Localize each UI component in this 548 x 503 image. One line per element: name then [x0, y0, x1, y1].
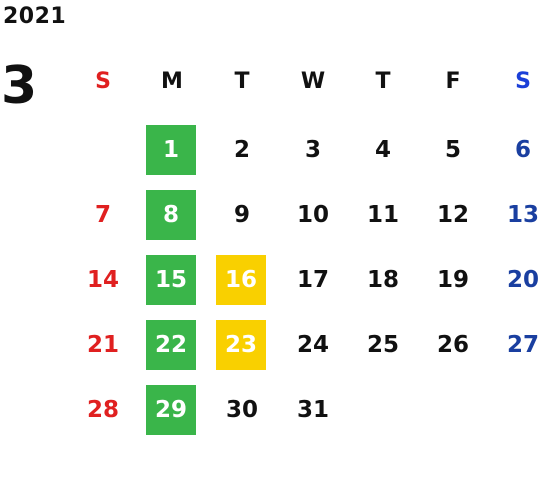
day-cell[interactable]: 11	[366, 202, 399, 228]
day-cell[interactable]: 27	[506, 332, 539, 358]
day-cell[interactable]: 23	[216, 320, 266, 370]
day-cell[interactable]: 25	[366, 332, 399, 358]
calendar-year: 2021	[3, 4, 67, 29]
day-cell[interactable]: 22	[146, 320, 196, 370]
day-cell[interactable]: 12	[436, 202, 469, 228]
day-cell[interactable]: 13	[506, 202, 539, 228]
day-cell[interactable]: 15	[146, 255, 196, 305]
day-cell[interactable]: 5	[444, 137, 461, 163]
day-cell[interactable]: 16	[216, 255, 266, 305]
day-cell[interactable]: 31	[296, 397, 329, 423]
day-cell[interactable]: 24	[296, 332, 329, 358]
weekday-header-saturday: S	[515, 68, 531, 94]
day-cell[interactable]: 19	[436, 267, 469, 293]
day-cell[interactable]: 10	[296, 202, 329, 228]
day-cell[interactable]: 26	[436, 332, 469, 358]
day-cell[interactable]: 7	[94, 202, 111, 228]
day-cell[interactable]: 20	[506, 267, 539, 293]
day-cell[interactable]: 3	[304, 137, 321, 163]
weekday-header-friday: F	[445, 68, 461, 94]
weekday-header-tuesday: T	[234, 68, 250, 94]
day-cell[interactable]: 4	[374, 137, 391, 163]
day-cell[interactable]: 28	[86, 397, 119, 423]
day-cell[interactable]: 17	[296, 267, 329, 293]
day-cell[interactable]: 8	[146, 190, 196, 240]
day-cell[interactable]: 29	[146, 385, 196, 435]
day-cell[interactable]: 6	[514, 137, 531, 163]
weekday-header-wednesday: W	[300, 68, 326, 94]
day-cell[interactable]: 9	[233, 202, 250, 228]
weekday-header-monday: M	[161, 68, 183, 94]
day-cell[interactable]: 30	[225, 397, 258, 423]
day-cell[interactable]: 14	[86, 267, 119, 293]
day-cell[interactable]: 1	[146, 125, 196, 175]
weekday-header-thursday: T	[375, 68, 391, 94]
calendar-month: 3	[1, 56, 38, 116]
day-cell[interactable]: 2	[233, 137, 250, 163]
weekday-header-sunday: S	[95, 68, 111, 94]
day-cell[interactable]: 18	[366, 267, 399, 293]
day-cell[interactable]: 21	[86, 332, 119, 358]
